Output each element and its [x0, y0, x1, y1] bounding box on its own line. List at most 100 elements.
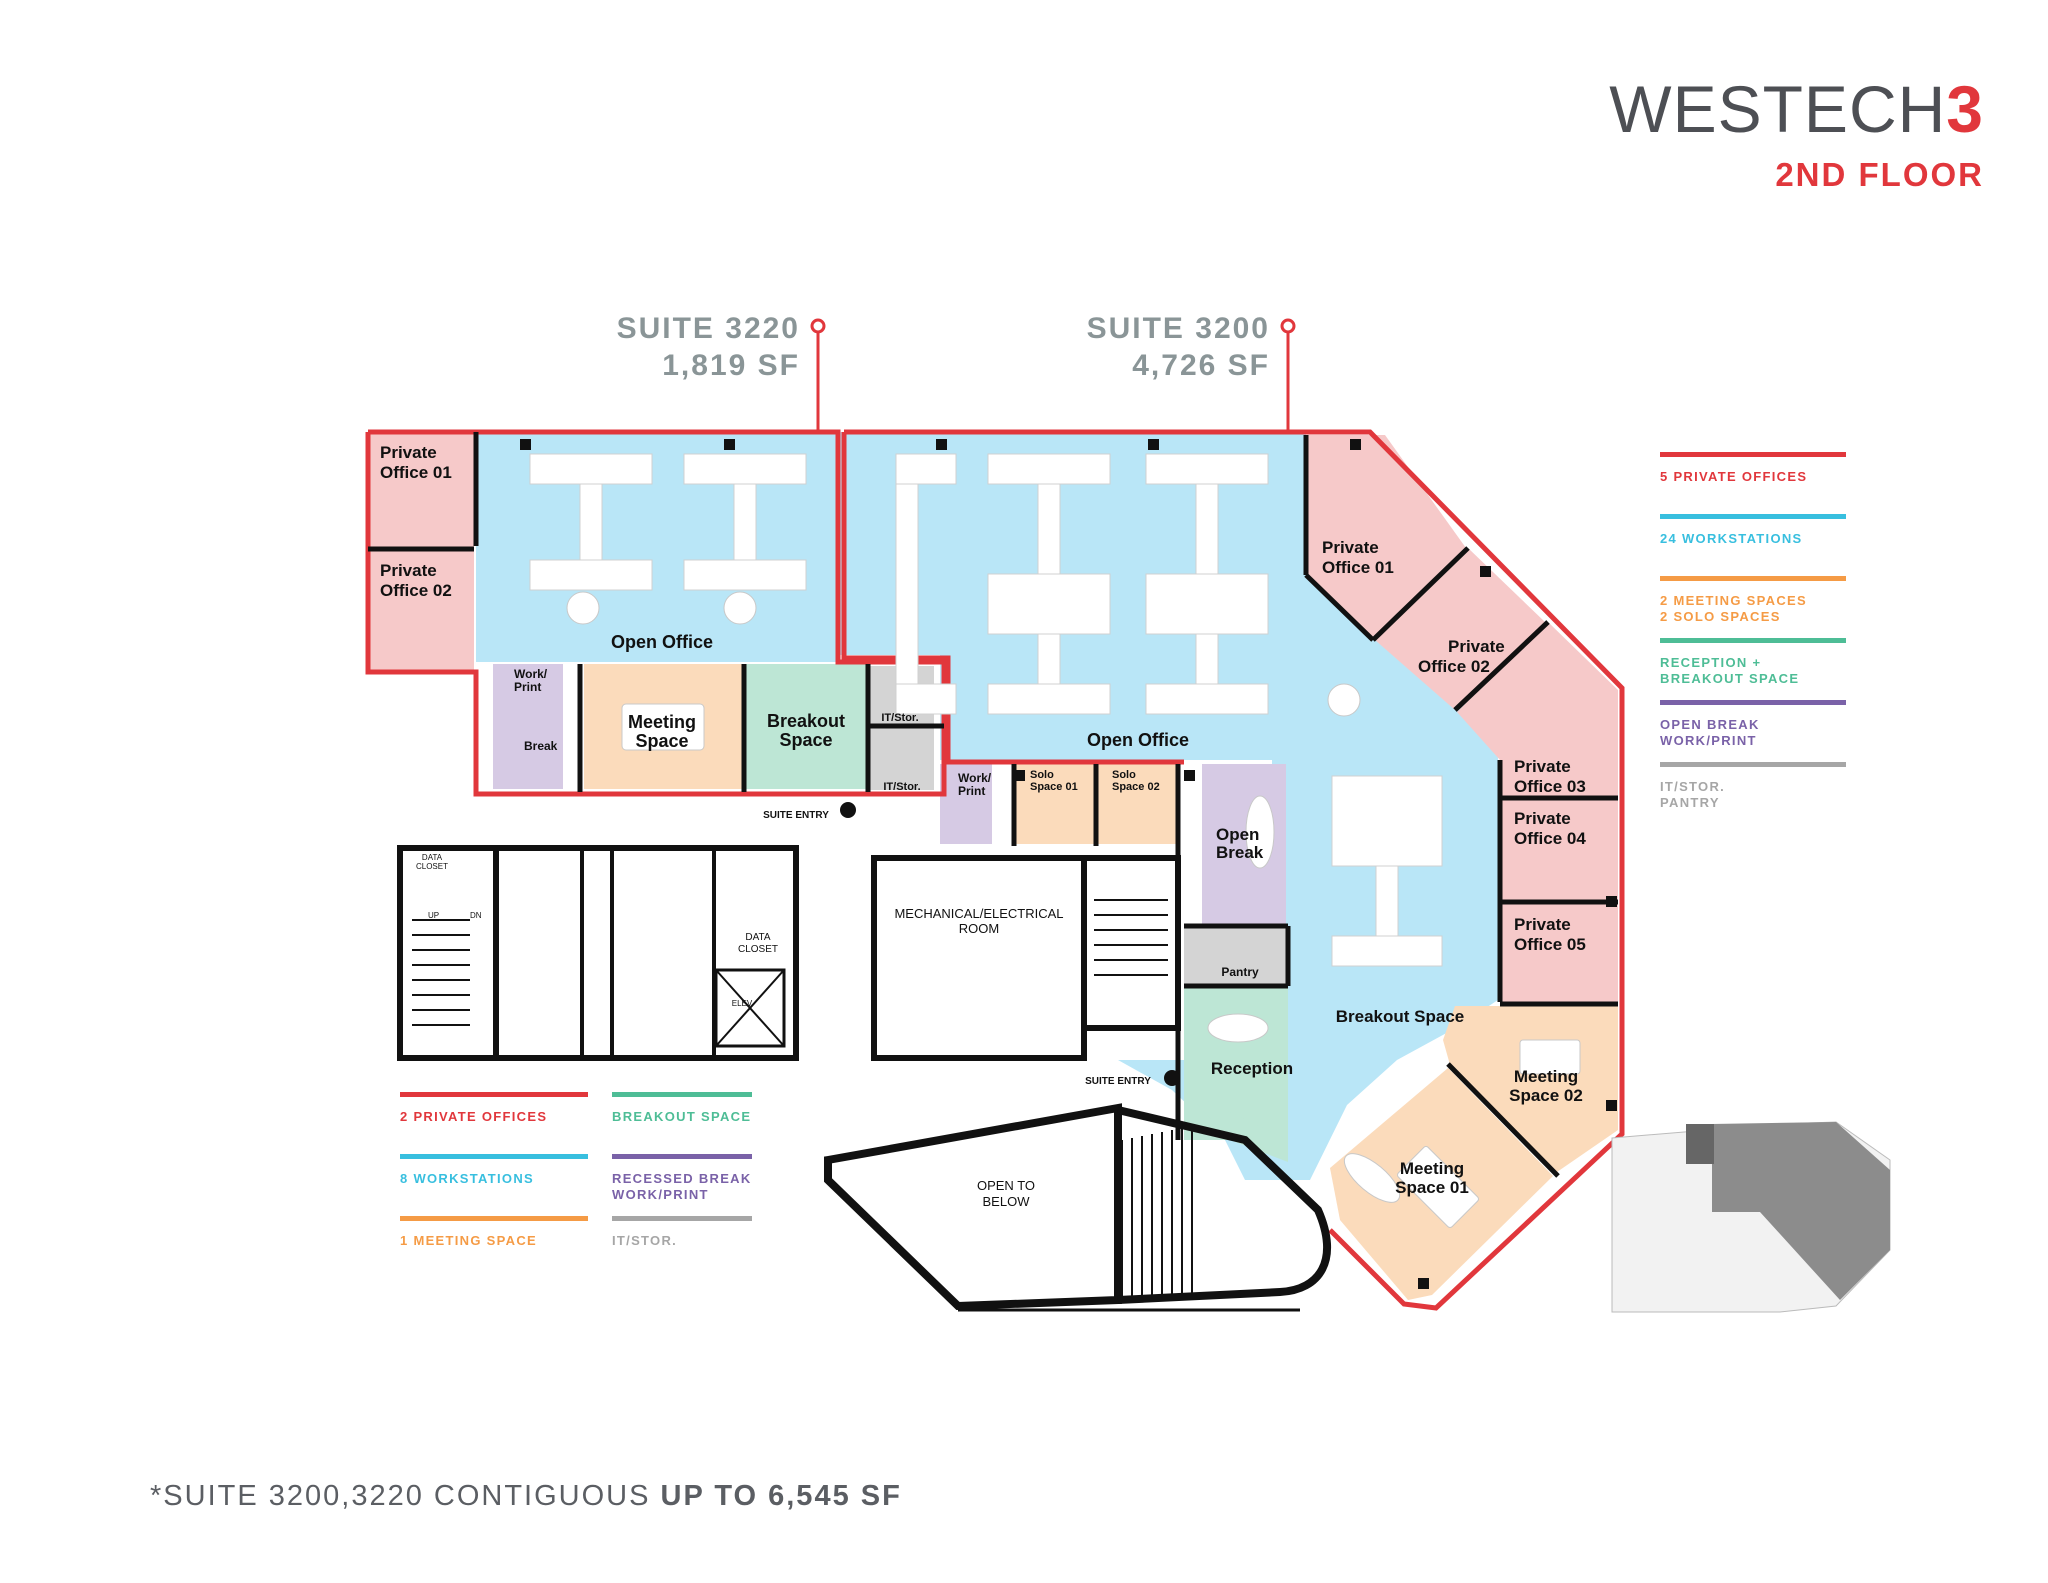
key-plan-highlight — [1712, 1122, 1890, 1300]
label-meeting-space-3220-line-1: Meeting — [628, 712, 696, 732]
legend-swatch — [612, 1092, 752, 1097]
label-work-print-3200-line-1: Work/ — [958, 771, 992, 785]
suite-3200-boundary-inner — [841, 432, 1184, 765]
legend-swatch — [1660, 700, 1846, 705]
label-private-office-01-3200-line-1: Private — [1322, 538, 1379, 557]
legend-label: IT/STOR. — [612, 1233, 678, 1248]
label-private-office-03-3200-line-1: Private — [1514, 757, 1571, 776]
suite-3220-callout: SUITE 3220 1,819 SF — [617, 310, 800, 384]
label-meeting-space-01-line-2: Space 01 — [1395, 1178, 1469, 1197]
label-solo-space-01-line-1: Solo — [1030, 769, 1054, 781]
label-data-closet-1-line-2: CLOSET — [416, 862, 448, 871]
room-private-office-01-3200[interactable] — [1306, 435, 1466, 640]
label-work-print-3220: Work/Print — [514, 667, 548, 694]
brand-block: WESTECH3 2ND FLOOR — [1609, 76, 1984, 194]
suite-3200-name: SUITE 3200 — [1086, 312, 1270, 345]
legend-swatch — [612, 1154, 752, 1159]
legend-swatch — [1660, 514, 1846, 519]
room-solo-space-02[interactable] — [1098, 764, 1176, 844]
legend-label: 2 PRIVATE OFFICES — [400, 1109, 548, 1124]
room-private-office-04-3200[interactable] — [1500, 800, 1618, 900]
label-open-to-below-line-2: BELOW — [983, 1194, 1031, 1209]
room-private-office-02-3220[interactable] — [368, 550, 474, 672]
footnote-text: *SUITE 3200,3220 CONTIGUOUS — [150, 1480, 661, 1512]
room-reception[interactable] — [1184, 988, 1288, 1140]
legend-label: 5 PRIVATE OFFICES — [1660, 469, 1808, 484]
open-to-below — [824, 1103, 1122, 1311]
room-work-print-3200[interactable] — [940, 764, 992, 844]
label-private-office-04-3200-line-1: Private — [1514, 809, 1571, 828]
label-private-office-02-3200-line-1: Private — [1448, 637, 1505, 656]
suite-boundaries — [365, 429, 1625, 1311]
room-private-office-05-3200[interactable] — [1500, 904, 1618, 1002]
label-suite-entry-2: SUITE ENTRY — [1085, 1076, 1151, 1087]
suite-leaders — [810, 318, 1296, 432]
legend-swatch — [1660, 576, 1846, 581]
legend-right-item: IT/STOR.PANTRY — [1660, 762, 1846, 811]
legend-swatch — [400, 1154, 588, 1159]
room-solo-space-01[interactable] — [1016, 764, 1094, 844]
legend-left-item: 2 PRIVATE OFFICES — [400, 1092, 588, 1125]
room-pantry[interactable] — [1184, 928, 1288, 984]
room-private-office-01-3220[interactable] — [368, 432, 474, 547]
label-work-print-3200: Work/Print — [958, 771, 992, 798]
label-private-office-04-3200-line-2: Office 04 — [1514, 829, 1586, 848]
legend-label: 2 MEETING SPACES — [1660, 593, 1807, 608]
label-private-office-02-3220-line-2: Office 02 — [380, 581, 452, 600]
legend-label: WORK/PRINT — [612, 1187, 709, 1202]
label-open-to-below-line-1: OPEN TO — [977, 1178, 1035, 1193]
legend-label: RECESSED BREAK — [612, 1171, 752, 1186]
suite-3220-area: 1,819 SF — [662, 349, 800, 382]
label-breakout-space-3220-line-2: Space — [779, 730, 832, 750]
atrium — [824, 1103, 1331, 1312]
legend-label: BREAKOUT SPACE — [612, 1109, 752, 1124]
label-solo-space-02-line-2: Space 02 — [1112, 781, 1160, 793]
suite-3220-name: SUITE 3220 — [616, 312, 800, 345]
label-private-office-02-3220-line-1: Private — [380, 561, 437, 580]
floor-title: 2ND FLOOR — [1775, 156, 1984, 193]
label-work-print-3200-line-2: Print — [958, 784, 985, 798]
label-data-closet-2-line-2: CLOSET — [738, 944, 778, 955]
label-solo-space-01-line-2: Space 01 — [1030, 781, 1078, 793]
walls — [368, 432, 1618, 1178]
label-it-stor-1: IT/Stor. — [881, 712, 918, 724]
label-breakout-space-3200: Breakout Space — [1336, 1007, 1465, 1026]
legend-swatch — [1660, 452, 1846, 457]
footnote-total: UP TO 6,545 SF — [660, 1480, 902, 1512]
room-private-office-02-3200[interactable] — [1375, 548, 1545, 710]
label-meeting-space-02-line-2: Space 02 — [1509, 1086, 1583, 1105]
label-suite-entry-1: SUITE ENTRY — [763, 810, 829, 821]
legend-swatch — [1660, 762, 1846, 767]
brand-logo: WESTECH3 — [1609, 76, 1984, 142]
building-core — [397, 845, 1181, 1061]
room-private-office-03-3200[interactable] — [1457, 622, 1618, 796]
label-meeting-space-01-line-1: Meeting — [1400, 1159, 1464, 1178]
legend-label: RECEPTION + — [1660, 655, 1762, 670]
label-open-break-line-1: Open — [1216, 825, 1259, 844]
room-it-stor-2[interactable] — [870, 728, 934, 790]
brand-number: 3 — [1946, 72, 1984, 146]
label-private-office-05-3200-line-2: Office 05 — [1514, 935, 1586, 954]
elevator — [714, 968, 786, 1048]
suite-3200-boundary — [844, 429, 1625, 1311]
room-breakout-space-3220[interactable] — [746, 664, 866, 789]
legend-label: 2 SOLO SPACES — [1660, 609, 1781, 624]
room-breakout-reception-lower[interactable] — [1184, 1090, 1288, 1162]
label-solo-space-02-line-1: Solo — [1112, 769, 1136, 781]
label-mechanical-room-line-1: MECHANICAL/ELECTRICAL — [894, 906, 1063, 921]
label-private-office-03-3200-line-2: Office 03 — [1514, 777, 1586, 796]
stair-east — [1081, 855, 1181, 1031]
footnote: *SUITE 3200,3220 CONTIGUOUS UP TO 6,545 … — [150, 1480, 902, 1513]
key-plan — [1611, 1121, 1891, 1313]
room-work-print-3220[interactable] — [493, 664, 563, 789]
